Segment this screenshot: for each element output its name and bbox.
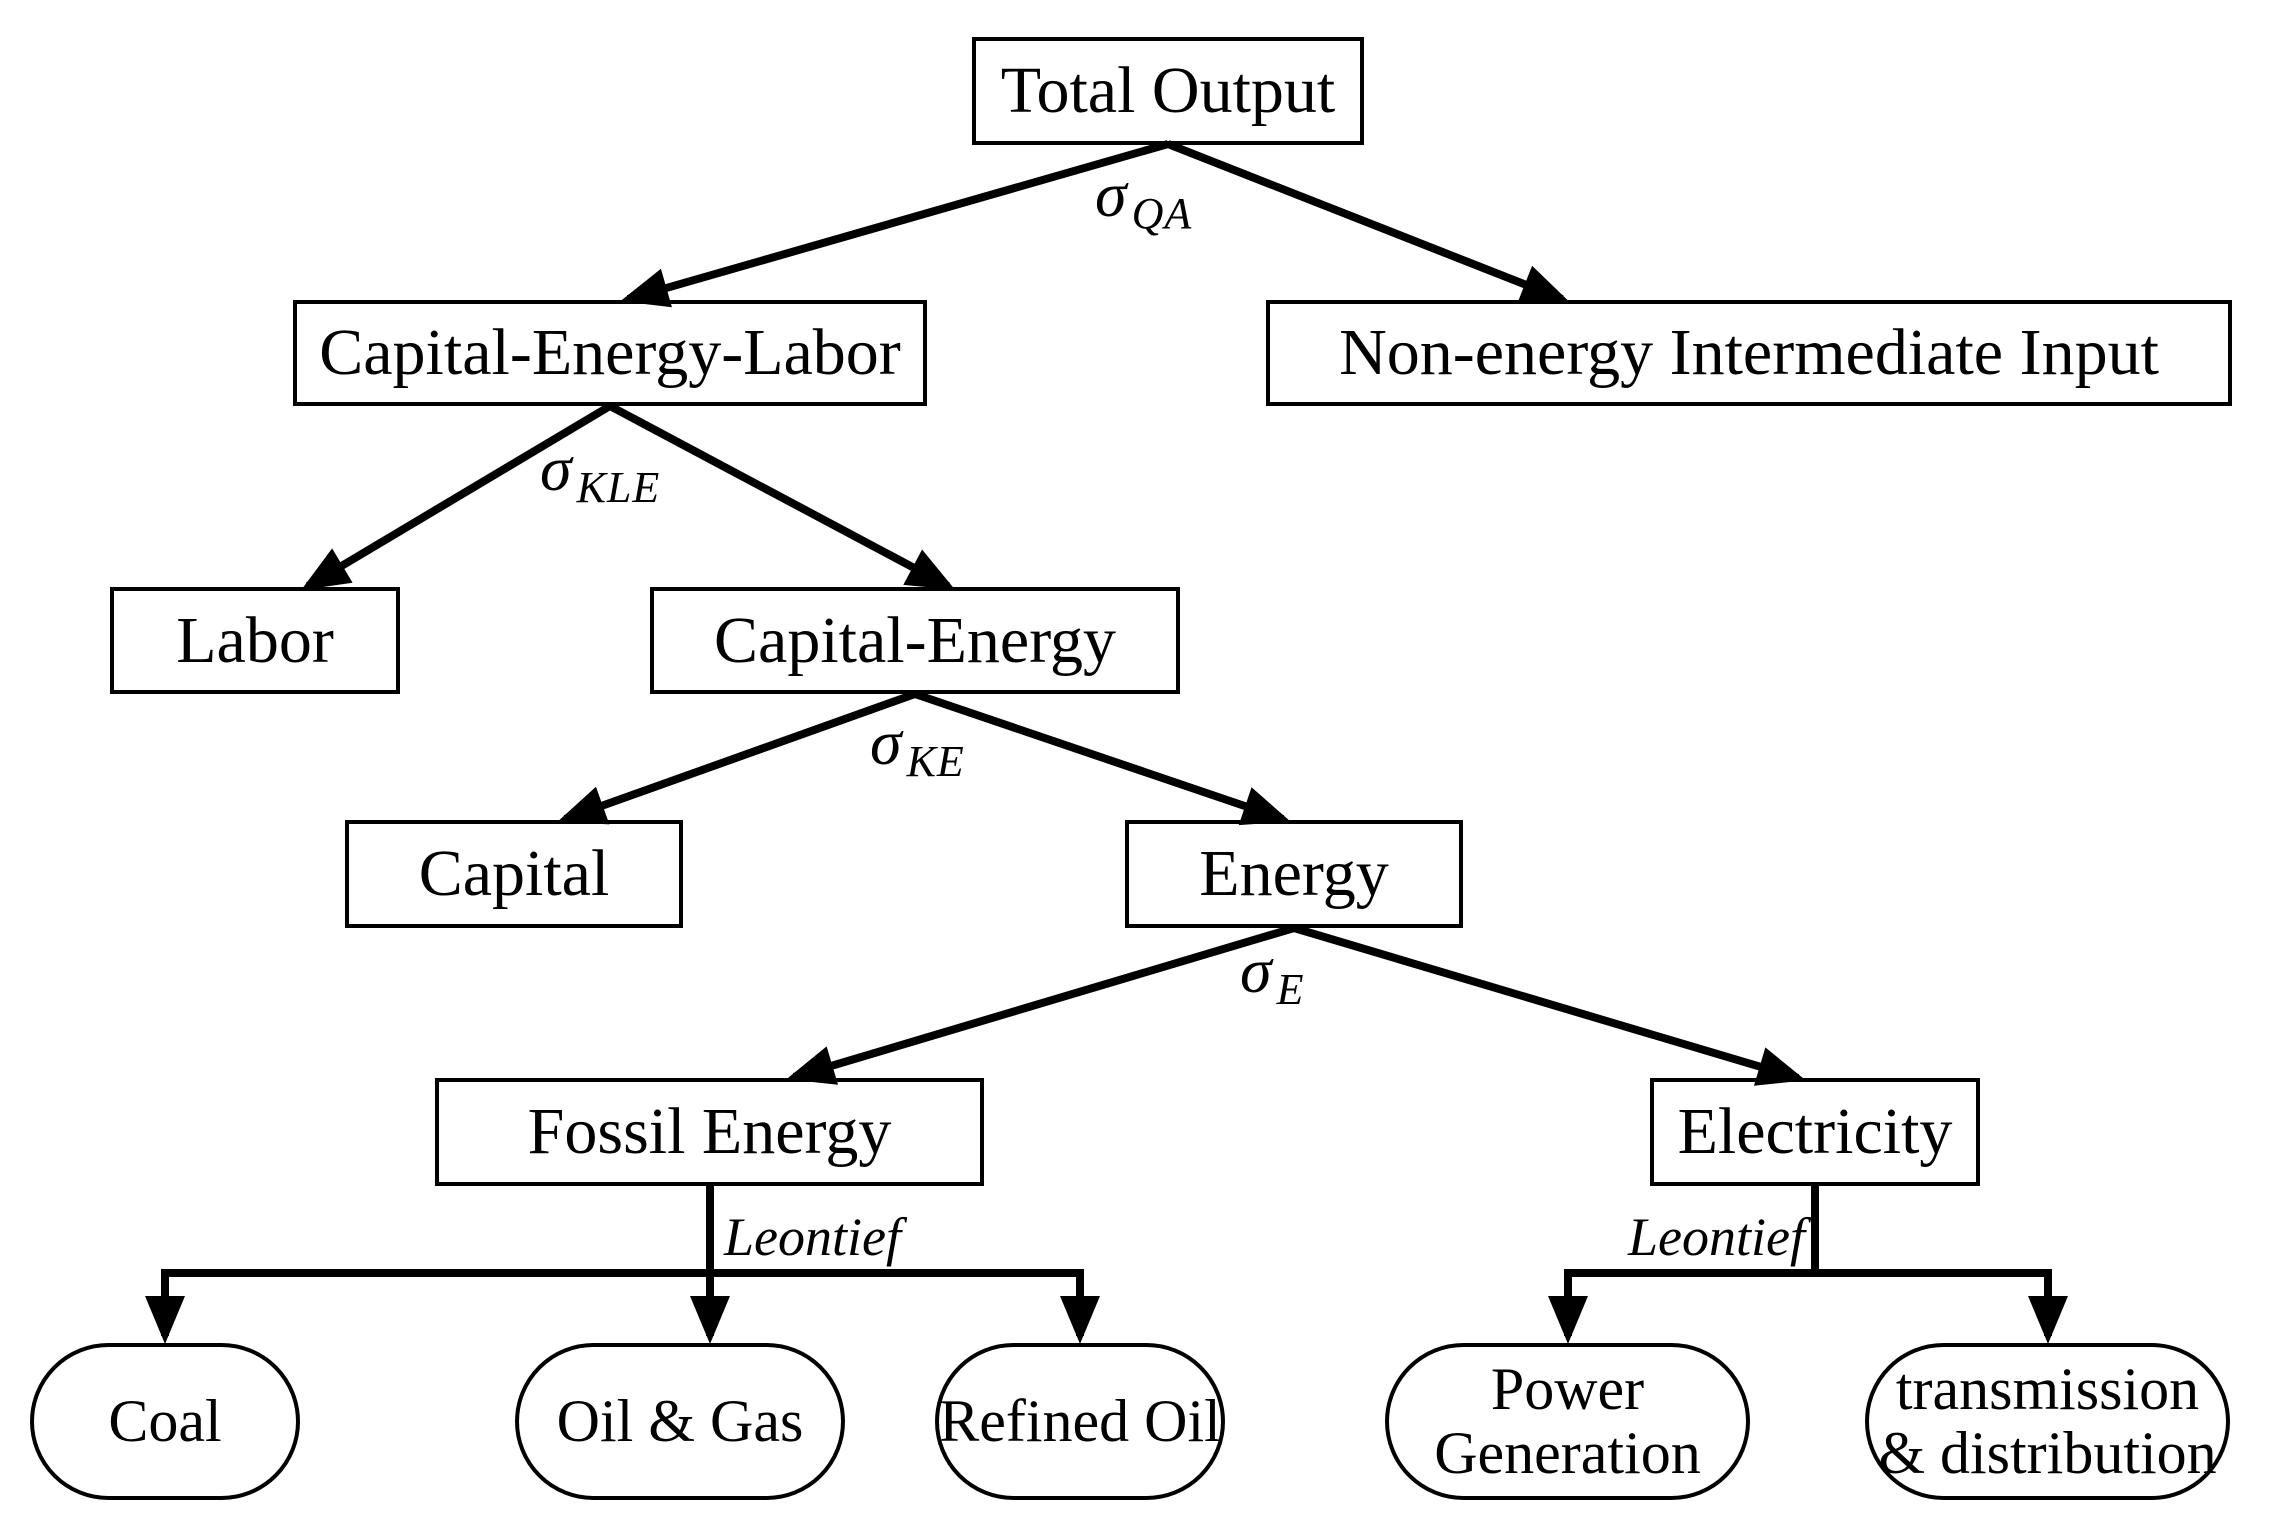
- node-energy-label: Energy: [1199, 837, 1389, 911]
- node-power-generation: Power Generation: [1385, 1343, 1750, 1500]
- node-capital-energy-label: Capital-Energy: [714, 603, 1116, 677]
- node-capital-energy-labor-label: Capital-Energy-Labor: [319, 316, 901, 390]
- edge-total-output-to-capital-energy-labor: [620, 140, 1170, 308]
- node-fossil-energy-label: Fossil Energy: [527, 1095, 892, 1169]
- leontief-label-fossil: Leontief: [724, 1206, 901, 1268]
- node-non-energy-label: Non-energy Intermediate Input: [1339, 316, 2159, 390]
- edge-energy-to-electricity: [1292, 924, 1806, 1086]
- sigma-kle-subscript: KLE: [576, 463, 661, 512]
- node-oil-gas-label: Oil & Gas: [556, 1387, 804, 1454]
- node-electricity: Electricity: [1650, 1078, 1980, 1186]
- sigma-ke-subscript: KE: [906, 737, 965, 786]
- edge-capital-energy-to-energy: [913, 690, 1291, 826]
- node-capital-label: Capital: [418, 837, 610, 911]
- node-fossil-energy: Fossil Energy: [435, 1078, 984, 1186]
- node-total-output-label: Total Output: [1000, 54, 1336, 128]
- edge-cel-to-capital-energy: [608, 402, 956, 590]
- edge-capital-energy-to-capital: [557, 690, 917, 825]
- node-labor-label: Labor: [176, 603, 334, 677]
- node-refined-oil: Refined Oil: [935, 1343, 1225, 1500]
- leontief-fossil-text: Leontief: [724, 1207, 901, 1267]
- sigma-qa-symbol: σ: [1095, 159, 1127, 230]
- leontief-electricity-text: Leontief: [1628, 1207, 1805, 1267]
- node-oil-gas: Oil & Gas: [515, 1343, 845, 1500]
- sigma-e-subscript: E: [1276, 965, 1305, 1014]
- sigma-kle-symbol: σ: [540, 433, 572, 504]
- node-non-energy-intermediate-input: Non-energy Intermediate Input: [1266, 300, 2232, 406]
- node-labor: Labor: [110, 587, 400, 694]
- edge-energy-to-fossil-energy: [786, 924, 1296, 1085]
- node-capital-energy-labor: Capital-Energy-Labor: [293, 300, 927, 406]
- node-coal: Coal: [30, 1343, 300, 1500]
- sigma-qa-subscript: QA: [1131, 189, 1193, 238]
- leontief-label-electricity: Leontief: [1560, 1206, 1805, 1268]
- sigma-e-symbol: σ: [1240, 935, 1272, 1006]
- node-coal-label: Coal: [108, 1387, 222, 1454]
- edge-total-output-to-non-energy: [1166, 140, 1570, 303]
- node-transmission-distribution: transmission & distribution: [1865, 1343, 2230, 1500]
- node-energy: Energy: [1125, 820, 1463, 928]
- node-power-generation-label: Power Generation: [1434, 1355, 1701, 1486]
- node-total-output: Total Output: [972, 37, 1364, 145]
- node-electricity-label: Electricity: [1677, 1095, 1953, 1169]
- node-capital: Capital: [345, 820, 683, 928]
- node-transmission-distribution-label: transmission & distribution: [1878, 1355, 2217, 1486]
- sigma-ke-symbol: σ: [870, 707, 902, 778]
- node-capital-energy: Capital-Energy: [650, 587, 1180, 694]
- node-refined-oil-label: Refined Oil: [939, 1387, 1221, 1454]
